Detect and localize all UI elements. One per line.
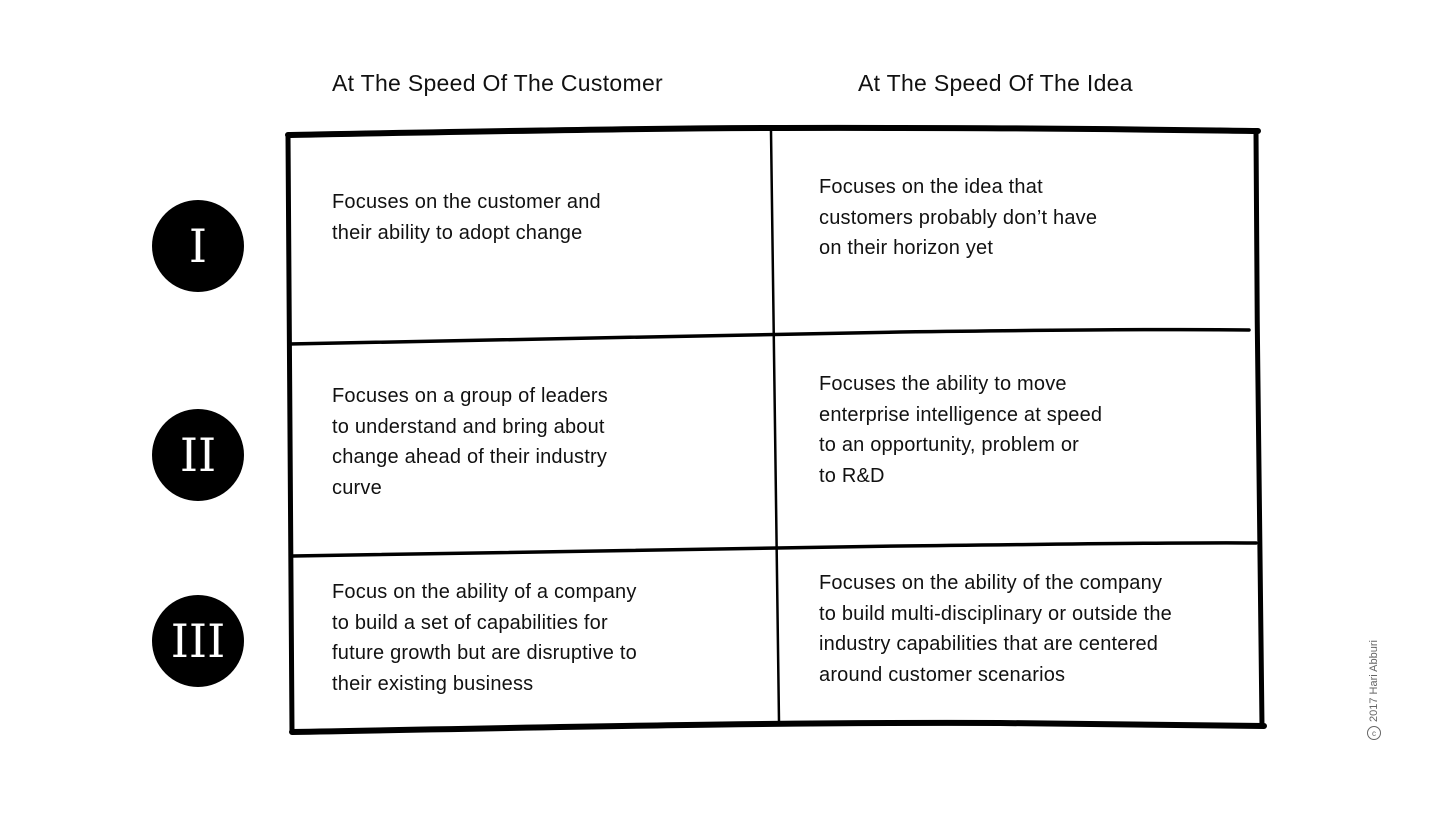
cell-line: to build a set of capabilities for xyxy=(332,611,608,634)
cell-line: around customer scenarios xyxy=(819,663,1066,686)
cell-line: industry capabilities that are centered xyxy=(819,633,1159,655)
cell-line: Focuses on the ability of the company xyxy=(819,572,1163,594)
cell-line: their ability to adopt change xyxy=(332,221,583,244)
cell-line: change ahead of their industry xyxy=(332,446,608,468)
cell-line: to understand and bring about xyxy=(332,415,605,438)
copyright-text: 2017 Hari Abburi xyxy=(1368,640,1380,722)
column-header-customer: At The Speed Of The Customer xyxy=(332,70,663,96)
cell-line: to build multi-disciplinary or outside t… xyxy=(819,602,1173,625)
grid-divider-row-2 xyxy=(291,540,1258,558)
cell-line: on their horizon yet xyxy=(819,237,994,259)
grid-border-bottom xyxy=(289,719,1267,735)
cell-row1-idea: Focuses on the idea that customers proba… xyxy=(819,172,1097,264)
grid-border-right xyxy=(1253,128,1265,729)
cell-line: to R&D xyxy=(819,464,885,487)
cell-line: Focuses on a group of leaders xyxy=(332,385,608,407)
grid-border-left xyxy=(285,132,295,735)
grid-border-top xyxy=(285,124,1261,138)
cell-row3-idea: Focuses on the ability of the company to… xyxy=(819,568,1172,690)
cell-line: future growth but are disruptive to xyxy=(332,642,637,664)
copyright-icon: c xyxy=(1367,726,1381,740)
cell-line: Focuses on the idea that xyxy=(819,176,1043,198)
copyright-notice: c 2017 Hari Abburi xyxy=(1367,640,1381,740)
cell-line: enterprise intelligence at speed xyxy=(819,403,1103,426)
cell-line: Focuses on the customer and xyxy=(332,191,601,213)
cell-line: to an opportunity, problem or xyxy=(819,434,1080,456)
cell-line: their existing business xyxy=(332,672,534,695)
cell-row1-customer: Focuses on the customer and their abilit… xyxy=(332,187,601,248)
cell-row2-idea: Focuses the ability to move enterprise i… xyxy=(819,369,1102,491)
cell-line: Focuses the ability to move xyxy=(819,373,1067,395)
cell-line: Focus on the ability of a company xyxy=(332,581,637,603)
grid-divider-vertical xyxy=(769,129,781,724)
cell-row3-customer: Focus on the ability of a company to bui… xyxy=(332,577,637,699)
grid-divider-row-1 xyxy=(287,327,1251,346)
row-badge-two: II xyxy=(152,409,244,501)
row-badge-one: I xyxy=(152,200,244,292)
cell-line: customers probably don’t have xyxy=(819,206,1098,229)
column-header-idea: At The Speed Of The Idea xyxy=(858,70,1133,96)
row-badge-three: III xyxy=(152,595,244,687)
cell-row2-customer: Focuses on a group of leaders to underst… xyxy=(332,381,608,503)
cell-line: curve xyxy=(332,476,382,499)
